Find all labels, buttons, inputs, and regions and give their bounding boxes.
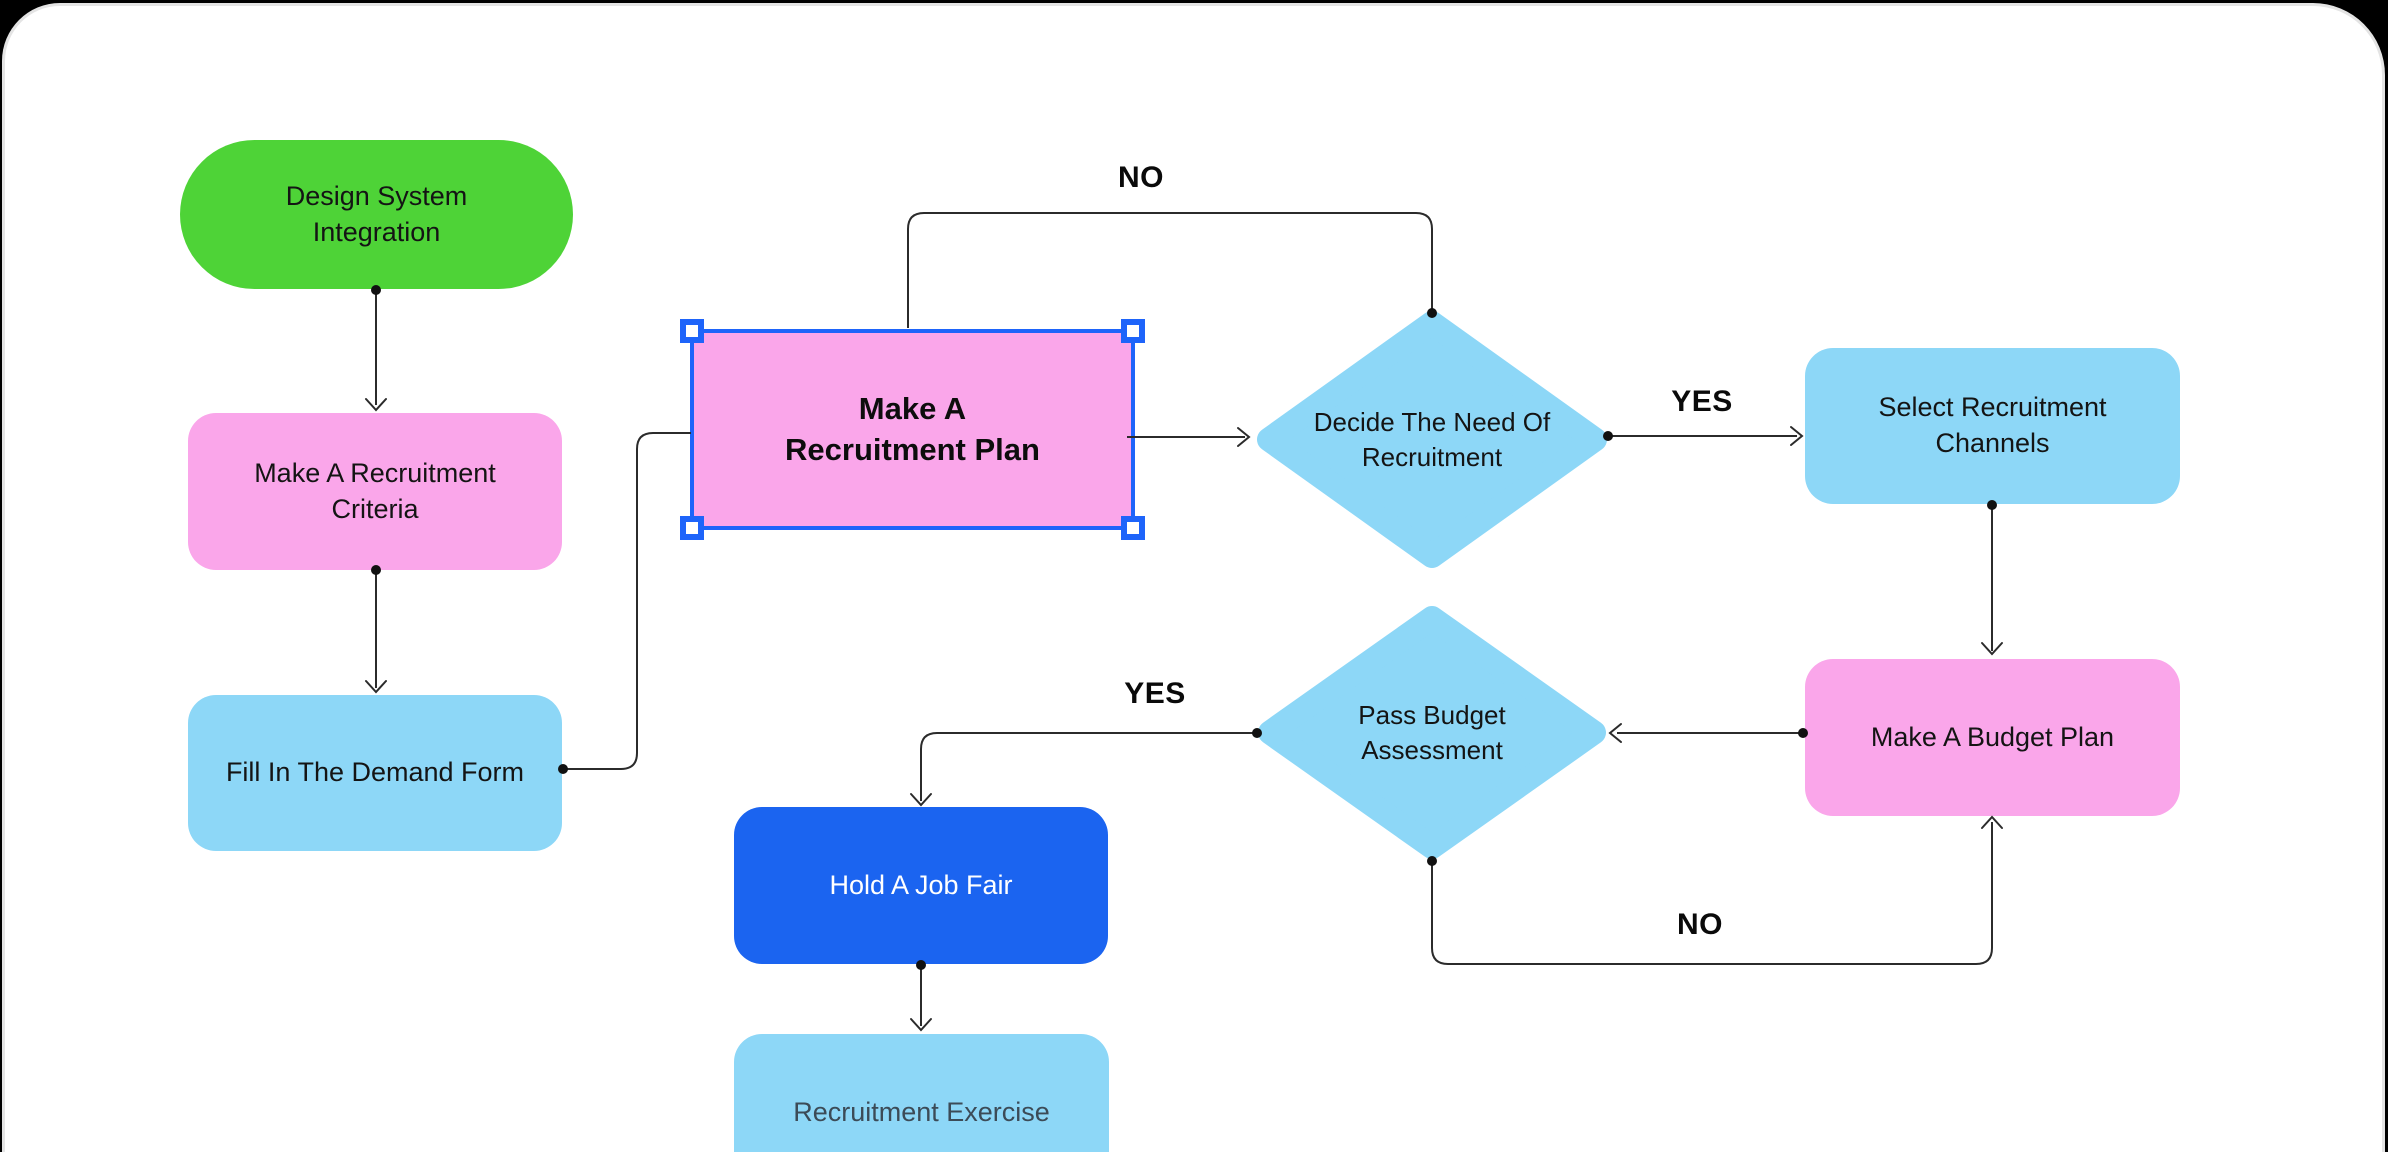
edge-label-no-bottom[interactable]: NO [1677, 908, 1723, 941]
flowchart-canvas[interactable]: Design System Integration Make A Recruit… [2, 3, 2385, 1152]
edge-pass-no-to-budget[interactable] [1431, 822, 1993, 965]
node-label: Fill In The Demand Form [225, 757, 525, 788]
selection-handle-top-right[interactable] [1121, 319, 1145, 343]
node-label: Select Recruitment Channels [1878, 392, 2107, 458]
node-label: Make A Recruitment Plan [785, 390, 1040, 467]
edge-demand-to-plan[interactable] [563, 432, 691, 770]
node-label: Make A Budget Plan [1870, 721, 2115, 752]
edge-decide-no-to-plan[interactable] [907, 212, 1433, 328]
node-select-recruitment-channels[interactable]: Select Recruitment Channels [1805, 348, 2180, 504]
diamond-shape-icon [1258, 606, 1606, 859]
node-label: Make A Recruitment Criteria [254, 457, 496, 524]
node-make-a-recruitment-criteria[interactable]: Make A Recruitment Criteria [188, 413, 562, 570]
node-fill-in-the-demand-form[interactable]: Fill In The Demand Form [188, 695, 562, 851]
edge-label-yes-right[interactable]: YES [1671, 385, 1733, 418]
node-label: Pass Budget Assessment [1358, 700, 1506, 765]
node-decide-the-need-of-recruitment[interactable]: Decide The Need Of Recruitment [1257, 311, 1607, 568]
selection-handle-bottom-left[interactable] [680, 516, 704, 540]
node-label: Hold A Job Fair [829, 869, 1013, 900]
edge-pass-yes-to-jobfair[interactable] [920, 732, 1257, 801]
node-design-system-integration[interactable]: Design System Integration [180, 140, 573, 289]
node-make-a-recruitment-plan-selected[interactable]: Make A Recruitment Plan [680, 319, 1145, 540]
edge-label-yes-left[interactable]: YES [1124, 677, 1186, 710]
node-make-a-budget-plan[interactable]: Make A Budget Plan [1805, 659, 2180, 816]
node-label: Recruitment Exercise [793, 1096, 1050, 1127]
selection-handle-bottom-right[interactable] [1121, 516, 1145, 540]
node-label: Design System Integration [285, 180, 468, 247]
node-label: Decide The Need Of Recruitment [1313, 407, 1551, 472]
node-recruitment-exercise[interactable]: Recruitment Exercise [734, 1034, 1109, 1152]
edge-label-no-top[interactable]: NO [1118, 161, 1164, 194]
node-pass-budget-assessment[interactable]: Pass Budget Assessment [1258, 606, 1606, 859]
diamond-shape-icon [1257, 311, 1607, 568]
node-hold-a-job-fair[interactable]: Hold A Job Fair [734, 807, 1108, 964]
selection-handle-top-left[interactable] [680, 319, 704, 343]
